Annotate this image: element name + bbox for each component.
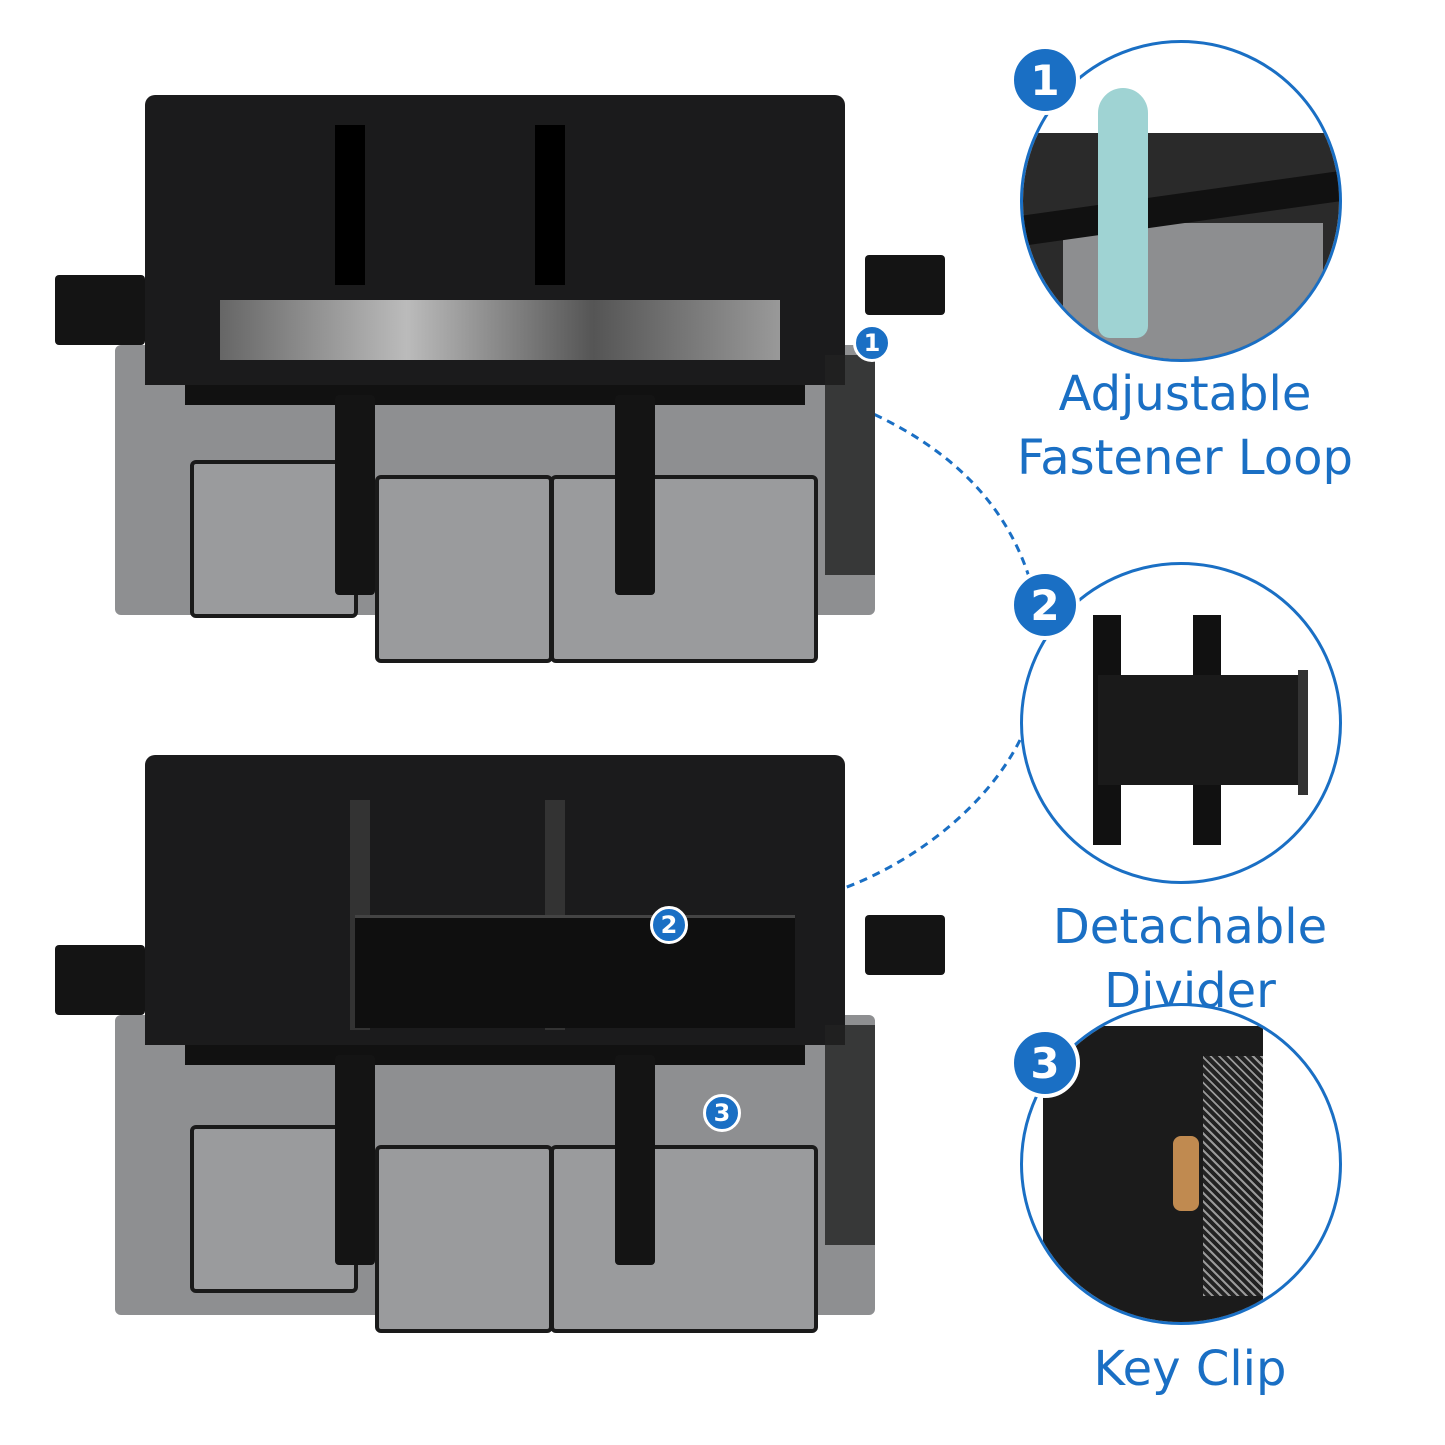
marker-3: 3	[703, 1094, 741, 1132]
caption-line-2: Fastener Loop	[1016, 430, 1354, 486]
feature-1-image	[1020, 40, 1342, 362]
brush-icon	[1098, 88, 1148, 338]
feature-1-badge: 1	[1010, 45, 1080, 115]
feature-3-caption: Key Clip	[1093, 1341, 1287, 1397]
caption-line-1: Adjustable	[1058, 366, 1312, 422]
feature-3-image	[1020, 1003, 1342, 1325]
key-tag-icon	[1173, 1136, 1199, 1211]
bag-top-view-1	[55, 95, 945, 695]
feature-2-badge: 2	[1010, 570, 1080, 640]
marker-2: 2	[650, 906, 688, 944]
feature-3-badge: 3	[1010, 1028, 1080, 1098]
feature-1-caption: Adjustable Fastener Loop	[990, 362, 1380, 490]
bag-with-divider-view	[55, 755, 945, 1355]
marker-1: 1	[853, 324, 891, 362]
